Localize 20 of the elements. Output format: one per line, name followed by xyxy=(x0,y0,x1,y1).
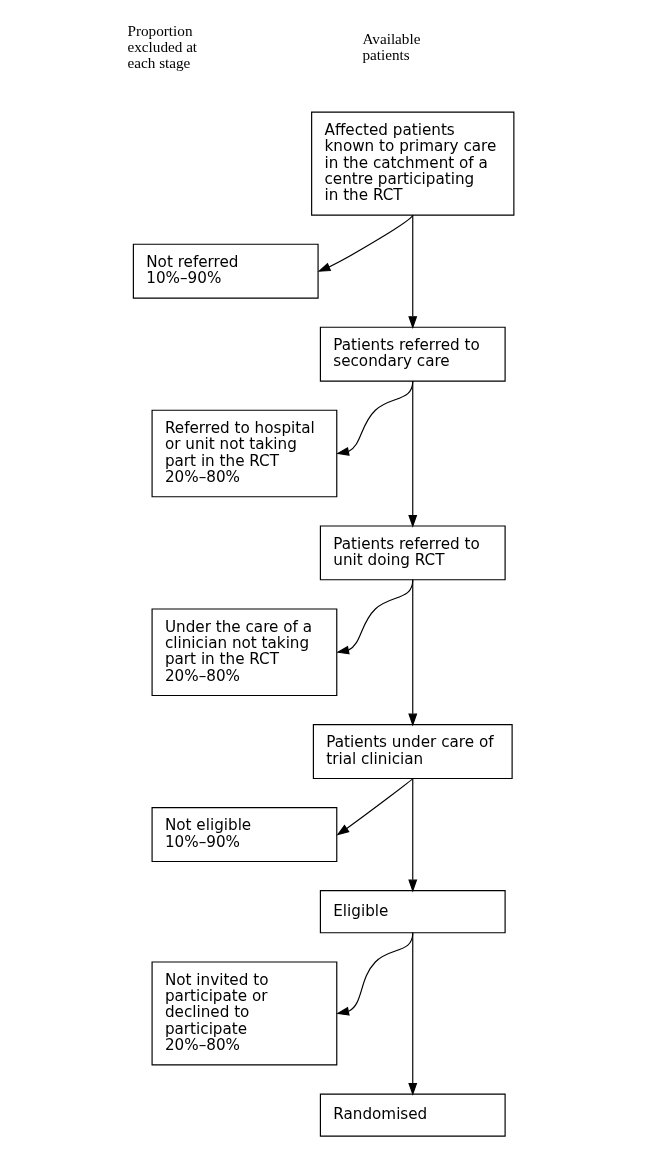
node-box: Not eligible 10%–90% xyxy=(151,807,338,863)
arrow xyxy=(408,214,418,330)
label: Available patients xyxy=(362,29,421,64)
node-box: Referred to hospital or unit not taking part in the RCT 20%–80% xyxy=(151,409,338,498)
node-box: Under the care of a clinician not taking part in the RCT 20%–80% xyxy=(151,608,338,697)
arrow xyxy=(408,579,418,727)
node-box: Affected patients known to primary care in the catchment of a centre participating in the RCT xyxy=(311,111,515,216)
label: Proportion excluded at each stage xyxy=(127,21,198,72)
arrow xyxy=(336,777,414,836)
arrow xyxy=(317,214,414,272)
node-box: Randomised xyxy=(319,1093,506,1137)
node-box: Patients referred to unit doing RCT xyxy=(319,525,506,581)
node-box: Eligible xyxy=(319,890,506,934)
node-box: Not invited to participate or declined to participate 20%–80% xyxy=(151,961,338,1066)
arrow xyxy=(408,777,418,893)
node-box: Not referred 10%–90% xyxy=(132,243,319,299)
arrow xyxy=(408,932,418,1096)
arrow xyxy=(408,380,418,528)
node-box: Patients referred to secondary care xyxy=(319,326,506,382)
node-box: Patients under care of trial clinician xyxy=(312,724,513,780)
